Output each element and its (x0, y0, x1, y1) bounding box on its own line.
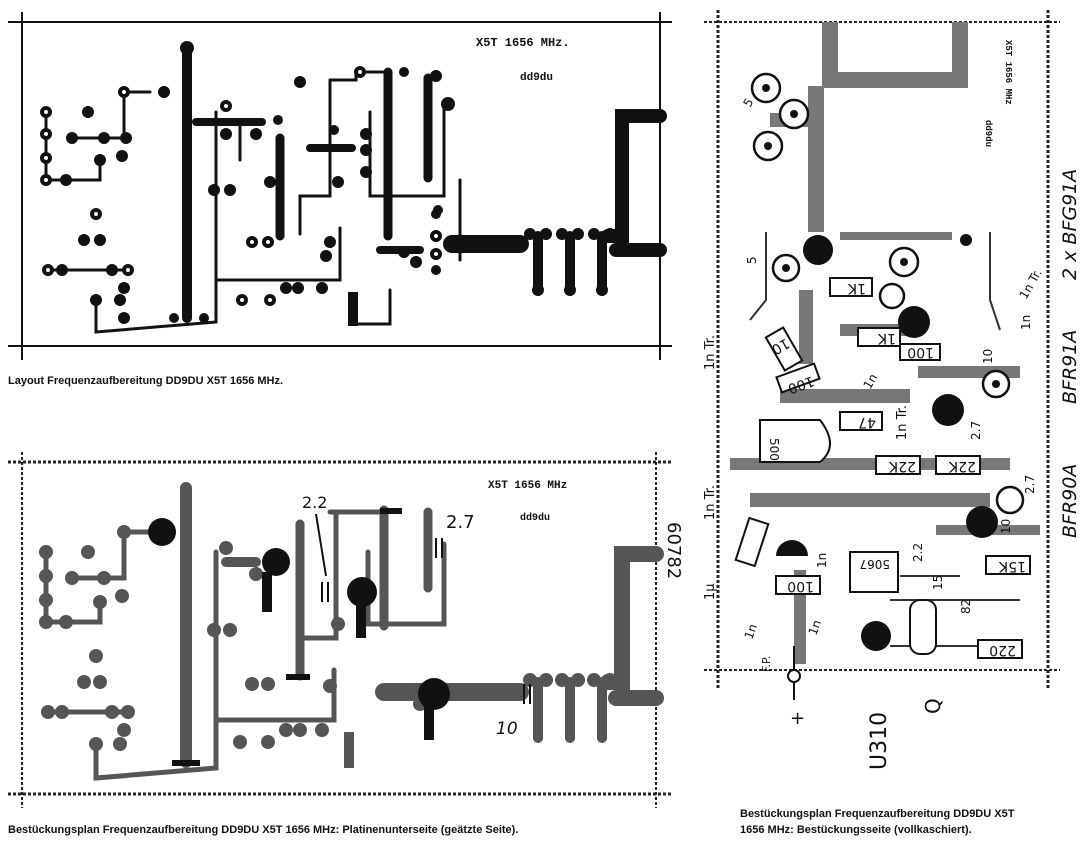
cap-label-10: 2.2 (911, 543, 925, 562)
cap-label-14: 1n (806, 618, 824, 637)
cap-label-0: 5 (740, 96, 756, 110)
bottom-label-u310: U310 (867, 712, 892, 770)
component-side-caption-line2: 1656 MHz: Bestückungsseite (vollkaschier… (740, 824, 972, 836)
component-side-board-title: X5T 1656 MHz (1003, 40, 1013, 105)
component-side-caption-line1: Bestückungsplan Frequenzaufbereitung DD9… (740, 808, 1015, 820)
part-label-5067: 5067 (859, 557, 890, 571)
underside-pcb-drawing: 2.2 2.7 10 X5T 1656 MHz dd9du 60782 (8, 452, 684, 808)
cap-label-11: 15 (931, 575, 945, 590)
layout-board-call: dd9du (520, 72, 553, 84)
part-label-15k: 15K (998, 558, 1026, 574)
underside-figure: 2.2 2.7 10 X5T 1656 MHz dd9du 60782 (0, 448, 690, 816)
bottom-label-fp: F.P. (760, 656, 773, 672)
part-label-47: 47 (858, 414, 876, 430)
underside-label-c2: 2.7 (446, 512, 475, 533)
part-label-22k-a: 22K (888, 458, 916, 474)
cap-label-5: 10 (981, 349, 995, 364)
bottom-label-q: Q (921, 698, 945, 714)
cap-label-8: 10 (999, 519, 1013, 534)
cap-label-13: 1n (742, 622, 760, 641)
transistor-label-bfg91a: 2 x BFG91A (1059, 169, 1081, 280)
part-label-220: 220 (989, 642, 1016, 658)
bottom-label-plus: + (790, 708, 805, 729)
underside-label-c1: 2.2 (302, 493, 327, 512)
transistor-label-bfr90a: BFR90A (1059, 464, 1081, 538)
cap-label-9: 1n (815, 553, 829, 568)
component-side-figure: 1K 1K 10 100 100 47 22K 22K 15K 100 220 … (690, 0, 1082, 800)
layout-figure: X5T 1656 MHz. dd9du (0, 0, 680, 370)
part-label-1k-a: 1K (847, 280, 866, 296)
component-side-board-call: dd9du (983, 120, 993, 147)
component-side-drawing: 1K 1K 10 100 100 47 22K 22K 15K 100 220 … (703, 10, 1081, 770)
cap-label-1: 5 (745, 256, 759, 264)
underside-side-mark: 60782 (663, 522, 684, 579)
part-label-1k-b: 1K (877, 330, 896, 346)
cap-label-6: 2.7 (969, 421, 983, 440)
underside-board-call: dd9du (520, 512, 550, 524)
cap-label-3: 1n (1019, 315, 1033, 330)
part-label-100-c: 100 (787, 578, 814, 594)
side-label-3: 1µ (703, 583, 718, 600)
layout-caption: Layout Frequenzaufbereitung DD9DU X5T 16… (8, 375, 284, 387)
layout-pcb-drawing: X5T 1656 MHz. dd9du (8, 12, 672, 360)
cap-label-7: 2.7 (1023, 475, 1037, 494)
side-label-1: 1n Tr. (703, 485, 718, 520)
underside-board-title: X5T 1656 MHz (488, 480, 567, 492)
layout-board-title: X5T 1656 MHz. (476, 36, 570, 50)
side-label-2: 1n Tr. (895, 405, 910, 440)
part-label-22k-b: 22K (948, 458, 976, 474)
underside-label-c3: 10 (496, 719, 518, 739)
cap-label-12: 82 (959, 599, 973, 614)
underside-caption: Bestückungsplan Frequenzaufbereitung DD9… (8, 824, 519, 836)
cap-label-4: 1n (860, 371, 880, 391)
part-label-100-a: 100 (907, 344, 934, 360)
transistor-label-bfr91a: BFR91A (1059, 330, 1081, 404)
part-label-10: 10 (769, 335, 792, 358)
cap-label-2: 1n Tr. (1016, 267, 1044, 302)
part-label-500: 500 (767, 438, 781, 461)
side-label-0: 1n Tr. (703, 335, 718, 370)
